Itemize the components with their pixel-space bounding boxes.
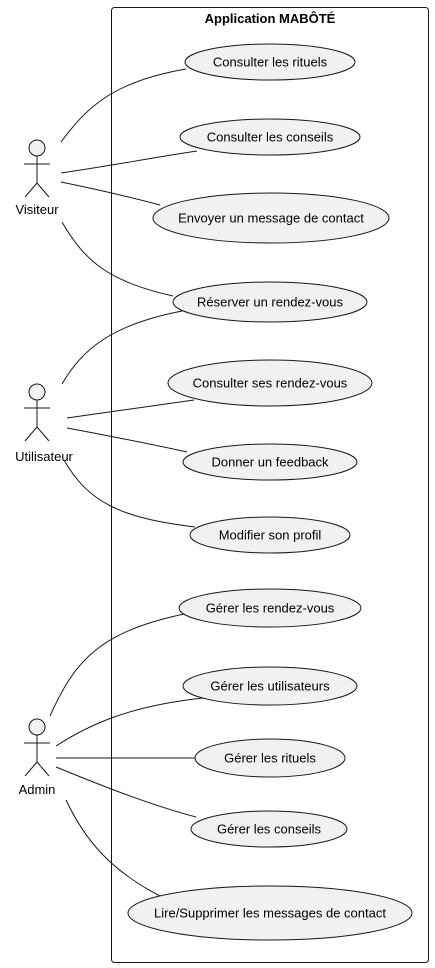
use-case-uc1: Consulter les rituels [184, 43, 356, 81]
system-title: Application MABÔTÉ [205, 11, 336, 26]
association-visiteur-uc3 [60, 181, 161, 206]
use-case-label: Donner un feedback [211, 455, 329, 470]
use-case-label: Gérer les utilisateurs [210, 679, 330, 694]
use-case-uc2: Consulter les conseils [179, 118, 361, 156]
actor-utilisateur: Utilisateur [15, 383, 74, 464]
stick-figure-icon [24, 383, 50, 442]
association-utilisateur-uc6 [66, 427, 188, 453]
association-visiteur-uc1 [60, 68, 187, 143]
use-case-uc9: Gérer les utilisateurs [182, 666, 358, 706]
association-visiteur-uc4 [61, 221, 174, 297]
use-case-uc6: Donner un feedback [182, 443, 358, 481]
system-boundary [111, 7, 429, 963]
use-case-uc5: Consulter ses rendez-vous [167, 359, 373, 407]
use-case-label: Lire/Supprimer les messages de contact [154, 906, 386, 921]
association-admin-uc11 [55, 766, 197, 818]
actor-admin: Admin [19, 718, 56, 797]
use-case-label: Consulter ses rendez-vous [193, 376, 348, 391]
use-case-label: Consulter les rituels [213, 55, 328, 70]
use-case-uc11: Gérer les conseils [190, 810, 348, 848]
use-case-uc10: Gérer les rituels [194, 738, 346, 778]
stick-figure-icon [24, 718, 50, 777]
use-case-label: Réserver un rendez-vous [197, 295, 343, 310]
association-utilisateur-uc5 [66, 399, 195, 419]
association-visiteur-uc2 [60, 150, 198, 174]
use-case-uc4: Réserver un rendez-vous [172, 281, 368, 323]
association-admin-uc9 [55, 697, 204, 747]
associations [49, 68, 204, 897]
use-case-label: Gérer les conseils [217, 822, 322, 837]
use-case-uc12: Lire/Supprimer les messages de contact [127, 885, 413, 941]
actor-visiteur: Visiteur [15, 139, 59, 217]
use-case-label: Gérer les rendez-vous [206, 601, 335, 616]
actor-label: Admin [19, 782, 56, 797]
use-case-uc8: Gérer les rendez-vous [178, 588, 362, 628]
use-case-uc7: Modifier son profil [189, 516, 351, 554]
use-case-label: Consulter les conseils [207, 130, 334, 145]
use-case-label: Envoyer un message de contact [178, 211, 364, 226]
association-admin-uc8 [49, 613, 185, 717]
actor-label: Utilisateur [15, 449, 73, 464]
stick-figure-icon [24, 139, 50, 198]
actor-label: Visiteur [15, 202, 59, 217]
use-case-label: Gérer les rituels [224, 751, 316, 766]
association-admin-uc12 [65, 799, 161, 897]
association-utilisateur-uc4 [61, 310, 183, 385]
association-utilisateur-uc7 [63, 459, 196, 528]
use-case-label: Modifier son profil [219, 528, 322, 543]
use-case-uc3: Envoyer un message de contact [152, 192, 390, 244]
